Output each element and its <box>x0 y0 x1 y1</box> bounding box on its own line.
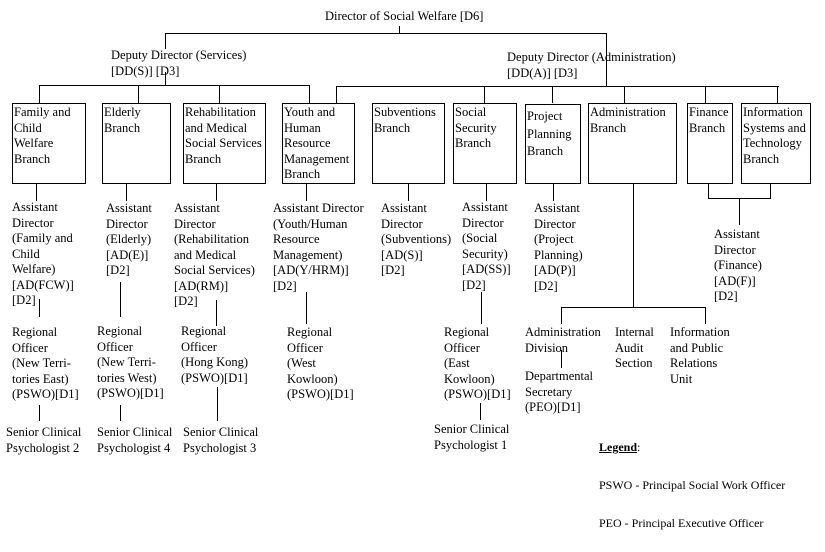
connector <box>480 403 481 420</box>
connector <box>561 350 562 368</box>
regional-officer-nt-west: Regional Officer (New Terri- tories West… <box>97 324 164 400</box>
regional-officer-hong-kong: Regional Officer (Hong Kong) (PSWO)[D1] <box>181 324 249 385</box>
connector <box>126 183 127 201</box>
branch-project-planning: Project Planning Branch <box>525 104 581 184</box>
connector <box>633 183 634 308</box>
assistant-director-subventions: Assistant Director (Subventions) [AD(S)]… <box>381 201 452 277</box>
deputy-director-services: Deputy Director (Services) [DD(S)] [D3] <box>111 48 247 78</box>
connector-lines <box>36 26 779 421</box>
branch-family-child-welfare: Family and Child Welfare Branch <box>12 103 86 184</box>
assistant-director-fcw: Assistant Director (Family and Child Wel… <box>12 200 74 307</box>
connector <box>165 72 166 86</box>
information-public-relations-unit: Information and Public Relations Unit <box>670 325 730 386</box>
connector <box>739 198 740 225</box>
connector <box>624 86 625 103</box>
branch-social-security: Social Security Branch <box>453 103 517 184</box>
legend: Legend: PSWO - Principal Social Work Off… <box>599 419 785 552</box>
connector <box>120 405 121 421</box>
internal-audit-section: Internal Audit Section <box>615 325 654 370</box>
connector <box>309 85 310 103</box>
senior-clinical-psychologist-2: Senior Clinical Psychologist 2 <box>6 425 82 455</box>
administration-division: Administration Division <box>525 325 601 355</box>
legend-heading: Legend: <box>599 438 785 457</box>
connector <box>399 26 400 34</box>
connector <box>408 183 409 201</box>
connector <box>39 299 40 317</box>
connector <box>39 405 40 421</box>
connector <box>705 307 706 324</box>
director-title: Director of Social Welfare [D6] <box>325 9 484 23</box>
connector <box>120 282 121 317</box>
connector <box>138 85 139 103</box>
connector <box>165 33 606 34</box>
legend-colon: : <box>637 440 641 454</box>
connector <box>770 184 771 199</box>
assistant-director-yhrm: Assistant Director (Youth/Human Resource… <box>273 201 364 293</box>
connector <box>39 85 40 103</box>
connector <box>486 183 487 201</box>
connector <box>553 183 554 201</box>
branch-finance: Finance Branch <box>687 103 733 184</box>
departmental-secretary: Departmental Secretary (PEO)[D1] <box>525 369 594 414</box>
connector <box>708 184 709 199</box>
connector <box>705 86 706 103</box>
branch-youth-hrm: Youth and Human Resource Management Bran… <box>282 103 355 184</box>
branch-information-systems-technology: Information Systems and Technology Branc… <box>741 103 811 184</box>
assistant-director-project-planning: Assistant Director (Project Planning) [A… <box>534 201 583 293</box>
connector <box>336 86 779 87</box>
senior-clinical-psychologist-3: Senior Clinical Psychologist 3 <box>183 425 259 455</box>
connector <box>606 33 607 87</box>
branch-subventions: Subventions Branch <box>372 103 445 184</box>
branch-administration: Administration Branch <box>588 103 677 184</box>
regional-officer-east-kowloon: Regional Officer (East Kowloon) (PSWO)[D… <box>444 325 511 401</box>
branch-elderly: Elderly Branch <box>102 103 171 184</box>
connector <box>216 300 217 326</box>
legend-title: Legend <box>599 440 638 454</box>
senior-clinical-psychologist-4: Senior Clinical Psychologist 4 <box>97 425 173 455</box>
deputy-director-administration: Deputy Director (Administration) [DD(A)]… <box>507 50 676 80</box>
branch-rehabilitation-medical: Rehabilitation and Medical Social Servic… <box>183 103 266 184</box>
connector <box>484 86 485 103</box>
connector <box>216 183 217 201</box>
connector <box>219 85 220 103</box>
assistant-director-elderly: Assistant Director (Elderly) [AD(E)] [D2… <box>106 201 152 277</box>
legend-item-pswo: PSWO - Principal Social Work Officer <box>599 478 786 492</box>
connector <box>481 292 482 324</box>
assistant-director-rm: Assistant Director (Rehabilitation and M… <box>174 201 255 308</box>
connector <box>306 292 307 324</box>
connector <box>306 183 307 201</box>
connector <box>552 86 553 103</box>
connector <box>39 85 310 86</box>
assistant-director-finance: Assistant Director (Finance) [AD(F)] [D2… <box>714 227 762 303</box>
senior-clinical-psychologist-1: Senior Clinical Psychologist 1 <box>434 422 510 452</box>
regional-officer-nt-east: Regional Officer (New Terri- tories East… <box>12 325 79 401</box>
connector <box>561 307 562 324</box>
assistant-director-social-security: Assistant Director (Social Security) [AD… <box>462 200 511 292</box>
connector <box>561 307 706 308</box>
connector <box>165 33 166 49</box>
connector <box>336 86 337 103</box>
connector <box>36 183 37 201</box>
legend-item-peo: PEO - Principal Executive Officer <box>599 516 764 530</box>
connector <box>777 86 778 103</box>
regional-officer-west-kowloon: Regional Officer (West Kowloon) (PSWO)[D… <box>287 325 354 401</box>
connector <box>217 387 218 421</box>
